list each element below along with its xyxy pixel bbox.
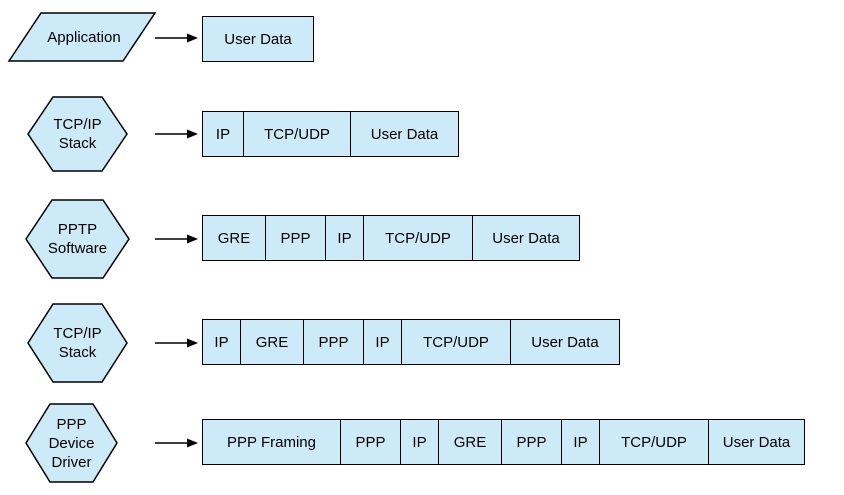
diagram-row-tcpip-stack-1: TCP/IP Stack IP TCP/UDP User Data: [0, 96, 844, 176]
packet-field-user-data[interactable]: User Data: [351, 112, 458, 156]
packet-field-ppp-framing[interactable]: PPP Framing: [203, 420, 341, 464]
packet-field-ppp[interactable]: PPP: [266, 216, 326, 260]
hexagon-outline-icon: [27, 303, 128, 383]
packet-field-ppp[interactable]: PPP: [304, 320, 364, 364]
packet-strip: GRE PPP IP TCP/UDP User Data: [202, 215, 580, 261]
packet-field-ip-outer[interactable]: IP: [401, 420, 439, 464]
packet-strip: IP TCP/UDP User Data: [202, 111, 459, 157]
hexagon-outline-icon: [25, 199, 130, 279]
diagram-row-ppp-device-driver: PPP Device Driver PPP Framing PPP IP GRE…: [0, 403, 844, 493]
packet-field-ppp-outer[interactable]: PPP: [341, 420, 401, 464]
packet-field-user-data[interactable]: User Data: [203, 17, 313, 61]
packet-strip: User Data: [202, 16, 314, 62]
arrow-right-icon: [155, 129, 198, 139]
packet-field-ip[interactable]: IP: [326, 216, 364, 260]
packet-field-tcp-udp[interactable]: TCP/UDP: [600, 420, 709, 464]
packet-field-ip-outer[interactable]: IP: [203, 320, 241, 364]
shape-pptp-software[interactable]: PPTP Software: [25, 199, 130, 279]
diagram-row-tcpip-stack-2: TCP/IP Stack IP GRE PPP IP TCP/UDP User …: [0, 303, 844, 389]
arrow-right-icon: [155, 234, 198, 244]
packet-strip: IP GRE PPP IP TCP/UDP User Data: [202, 319, 620, 365]
shape-tcpip-stack[interactable]: TCP/IP Stack: [27, 96, 128, 172]
packet-field-tcp-udp[interactable]: TCP/UDP: [402, 320, 511, 364]
packet-field-gre[interactable]: GRE: [241, 320, 304, 364]
packet-field-ip[interactable]: IP: [203, 112, 244, 156]
diagram-row-application: Application User Data: [0, 0, 844, 80]
packet-field-tcp-udp[interactable]: TCP/UDP: [364, 216, 473, 260]
packet-field-ip[interactable]: IP: [562, 420, 600, 464]
packet-field-gre[interactable]: GRE: [439, 420, 502, 464]
packet-field-ppp[interactable]: PPP: [502, 420, 562, 464]
packet-field-ip[interactable]: IP: [364, 320, 402, 364]
packet-field-tcp-udp[interactable]: TCP/UDP: [244, 112, 351, 156]
arrow-right-icon: [155, 438, 198, 448]
shape-tcpip-stack[interactable]: TCP/IP Stack: [27, 303, 128, 383]
arrow-right-icon: [155, 338, 198, 348]
shape-application[interactable]: Application: [7, 12, 157, 62]
arrow-right-icon: [155, 33, 198, 43]
shape-ppp-device-driver[interactable]: PPP Device Driver: [25, 403, 118, 483]
diagram-row-pptp-software: PPTP Software GRE PPP IP TCP/UDP User Da…: [0, 199, 844, 285]
hexagon-outline-icon: [27, 96, 128, 172]
packet-field-user-data[interactable]: User Data: [473, 216, 579, 260]
parallelogram-outline-icon: [7, 12, 157, 62]
hexagon-outline-icon: [25, 403, 118, 483]
packet-field-user-data[interactable]: User Data: [709, 420, 804, 464]
packet-field-user-data[interactable]: User Data: [511, 320, 619, 364]
packet-strip: PPP Framing PPP IP GRE PPP IP TCP/UDP Us…: [202, 419, 805, 465]
packet-field-gre[interactable]: GRE: [203, 216, 266, 260]
